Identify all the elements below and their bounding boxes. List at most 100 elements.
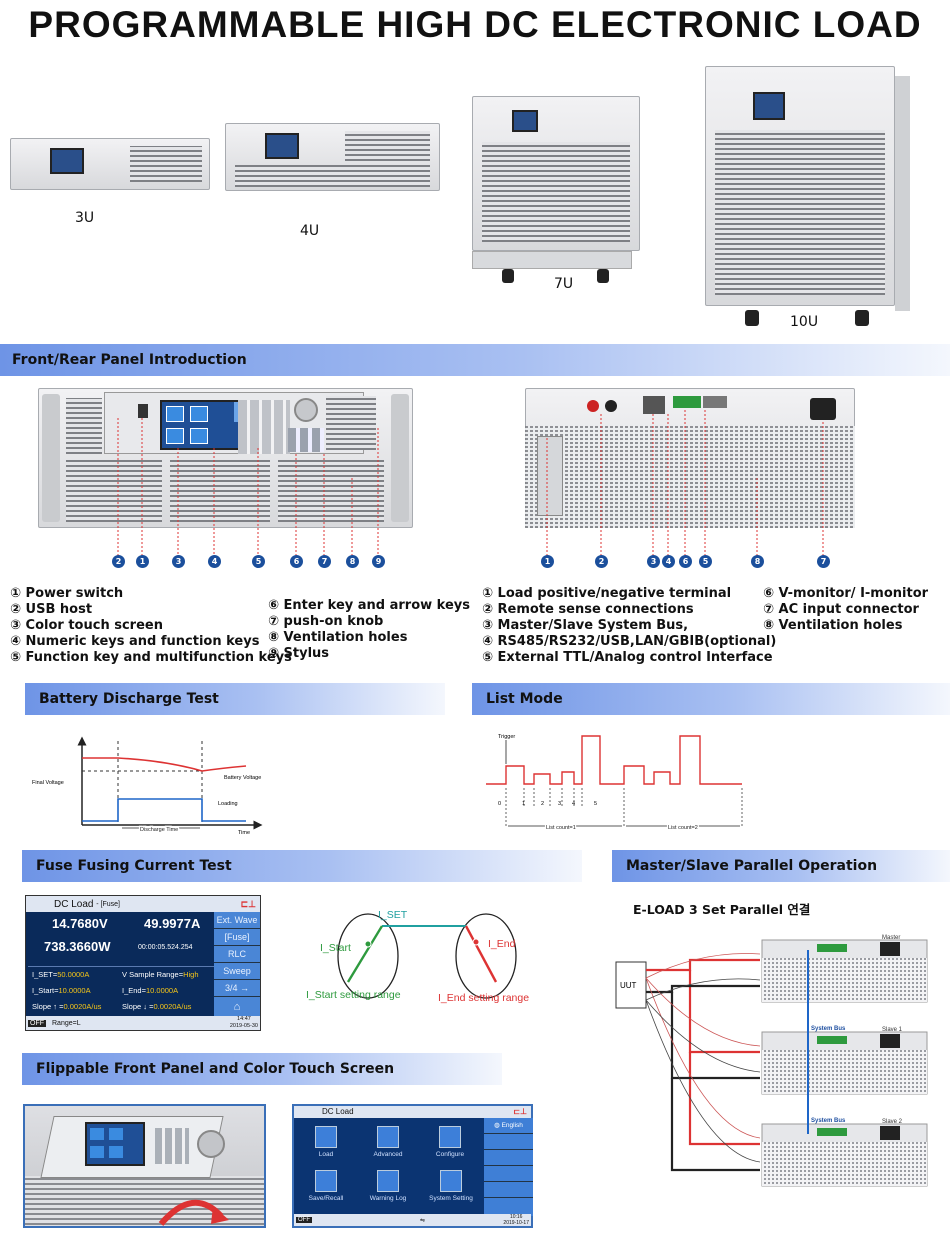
front-callout-badge: 4 (208, 555, 221, 568)
product-4u (225, 123, 440, 191)
legend-item: ⑤ External TTL/Analog control Interface (482, 650, 773, 665)
legend-item: ③ Color touch screen (10, 618, 163, 633)
rear-legend-right: ⑥ V-monitor/ I-monitor ⑦ AC input connec… (763, 586, 928, 634)
front-callout-badge: 9 (372, 555, 385, 568)
front-callout-badge: 3 (172, 555, 185, 568)
legend-item: ④ Numeric keys and function keys (10, 634, 260, 649)
legend-item: ⑥ Enter key and arrow keys (268, 598, 471, 613)
iset-field: I_SET=50.0000A (32, 970, 90, 979)
legend-item: ② USB host (10, 602, 93, 617)
svg-text:I_Start: I_Start (320, 942, 351, 954)
menu-side-slot[interactable] (484, 1166, 533, 1182)
output-status: OFF (28, 1019, 46, 1027)
menu-item-advanced[interactable]: Advanced (368, 1126, 408, 1158)
menu-item-system-setting[interactable]: System Setting (422, 1170, 480, 1202)
battery-discharge-diagram: Final Voltage Battery Voltage Loading Di… (32, 736, 263, 836)
menu-screen: DC Load ⊏⊥ Load Advanced Configure Save/… (292, 1104, 533, 1228)
legend-item: ① Load positive/negative terminal (482, 586, 732, 601)
section-front-rear-header: Front/Rear Panel Introduction (0, 344, 950, 376)
unit-label-7u: 7U (554, 276, 574, 292)
menu-item-load[interactable]: Load (306, 1126, 346, 1158)
range-indicator: Range=L (52, 1019, 81, 1027)
svg-text:Master: Master (882, 935, 900, 941)
svg-text:2: 2 (541, 801, 544, 807)
istart-field: I_Start=10.0000A (32, 986, 91, 995)
legend-item: ⑦ AC input connector (763, 602, 919, 617)
svg-text:5: 5 (594, 801, 597, 807)
front-callout-lines (117, 418, 379, 558)
product-3u (10, 138, 210, 190)
rear-callout-badge: 8 (751, 555, 764, 568)
front-legend-right: ⑥ Enter key and arrow keys ⑦ push-on kno… (268, 598, 470, 662)
rear-callout-badge: 6 (679, 555, 692, 568)
svg-text:I_End setting range: I_End setting range (438, 992, 529, 1004)
front-callout-badge: 7 (318, 555, 331, 568)
svg-text:Battery Voltage: Battery Voltage (224, 775, 261, 781)
rear-callout-numbers: 1 2 3 4 6 5 8 7 (525, 555, 855, 571)
section-fuse-header: Fuse Fusing Current Test (22, 850, 582, 882)
svg-text:System Bus: System Bus (811, 1118, 846, 1124)
fuse-screen-titlebar: DC Load - [Fuse] ⊏⊥ (26, 896, 260, 912)
vrange-field: V Sample Range=High (122, 970, 199, 979)
svg-text:UUT: UUT (620, 981, 637, 990)
front-callout-badge: 6 (290, 555, 303, 568)
globe-icon: ◍ (494, 1122, 500, 1129)
section-master-slave-header: Master/Slave Parallel Operation (612, 850, 950, 882)
svg-text:I_End: I_End (488, 938, 516, 950)
section-battery-header: Battery Discharge Test (25, 683, 445, 715)
rear-callout-badge: 2 (595, 555, 608, 568)
fuse-screen-title: DC Load (54, 898, 94, 910)
front-legend-left: ① Power switch ② USB host ③ Color touch … (10, 586, 292, 666)
page-title: PROGRAMMABLE HIGH DC ELECTRONIC LOAD (28, 4, 922, 45)
menu-side-slot[interactable] (484, 1150, 533, 1166)
legend-item: ③ Master/Slave System Bus, (482, 618, 689, 633)
logo-icon: ⊏⊥ (240, 898, 256, 909)
svg-text:4: 4 (572, 801, 575, 807)
rear-callout-lines (546, 410, 824, 558)
language-button[interactable]: ◍ English (484, 1118, 533, 1134)
menu-side-slot[interactable] (484, 1134, 533, 1150)
logo-icon: ⊏⊥ (513, 1107, 527, 1116)
elapsed-time: 00:00:05.524.254 (138, 944, 193, 951)
slope-down-field: Slope ↓ =0.0020A/us (122, 1002, 192, 1011)
menu-screen-titlebar: DC Load ⊏⊥ (294, 1106, 531, 1118)
slope-up-field: Slope ↑ =0.0020A/us (32, 1002, 102, 1011)
menu-side-slot[interactable] (484, 1182, 533, 1198)
legend-item: ⑥ V-monitor/ I-monitor (763, 586, 929, 601)
svg-text:1: 1 (522, 801, 525, 807)
product-10u (705, 66, 910, 334)
rear-callout-badge: 7 (817, 555, 830, 568)
fuse-screen: DC Load - [Fuse] ⊏⊥ 14.7680V 49.9977A 73… (25, 895, 261, 1031)
ext-wave-button[interactable]: Ext. Wave (214, 912, 260, 929)
next-page-button[interactable]: 3/4 → (214, 980, 260, 997)
unit-label-4u: 4U (300, 223, 320, 239)
front-callout-badge: 5 (252, 555, 265, 568)
rear-callout-badge: 3 (647, 555, 660, 568)
menu-item-warning-log[interactable]: Warning Log (364, 1170, 412, 1202)
front-callout-badge: 8 (346, 555, 359, 568)
legend-item: ④ RS485/RS232/USB,LAN/GBIB(optional) (482, 634, 777, 649)
svg-text:Slave 2: Slave 2 (882, 1119, 903, 1125)
rear-callout-badge: 5 (699, 555, 712, 568)
home-icon[interactable]: ⌂ (214, 997, 260, 1018)
voltage-readout: 14.7680V (52, 916, 108, 931)
list-mode-diagram: Trigger 0 1 2 3 4 5 List count=1 List co… (486, 734, 743, 833)
flip-panel-photo (23, 1104, 266, 1228)
legend-item: ⑧ Ventilation holes (763, 618, 903, 633)
flip-arrow-icon (158, 1199, 229, 1226)
section-flip-header: Flippable Front Panel and Color Touch Sc… (22, 1053, 502, 1085)
menu-item-configure[interactable]: Configure (430, 1126, 470, 1158)
legend-item: ① Power switch (10, 586, 124, 601)
front-callout-badge: 2 (112, 555, 125, 568)
power-readout: 738.3660W (44, 939, 111, 954)
svg-text:List count=1: List count=1 (546, 825, 576, 831)
sweep-button[interactable]: Sweep (214, 963, 260, 980)
front-callout-badge: 1 (136, 555, 149, 568)
rear-legend-left: ① Load positive/negative terminal ② Remo… (482, 586, 776, 666)
fuse-button[interactable]: [Fuse] (214, 929, 260, 946)
rear-panel-image (525, 388, 855, 528)
rlc-button[interactable]: RLC (214, 946, 260, 963)
menu-item-save-recall[interactable]: Save/Recall (302, 1170, 350, 1202)
menu-screen-title: DC Load (322, 1107, 354, 1116)
